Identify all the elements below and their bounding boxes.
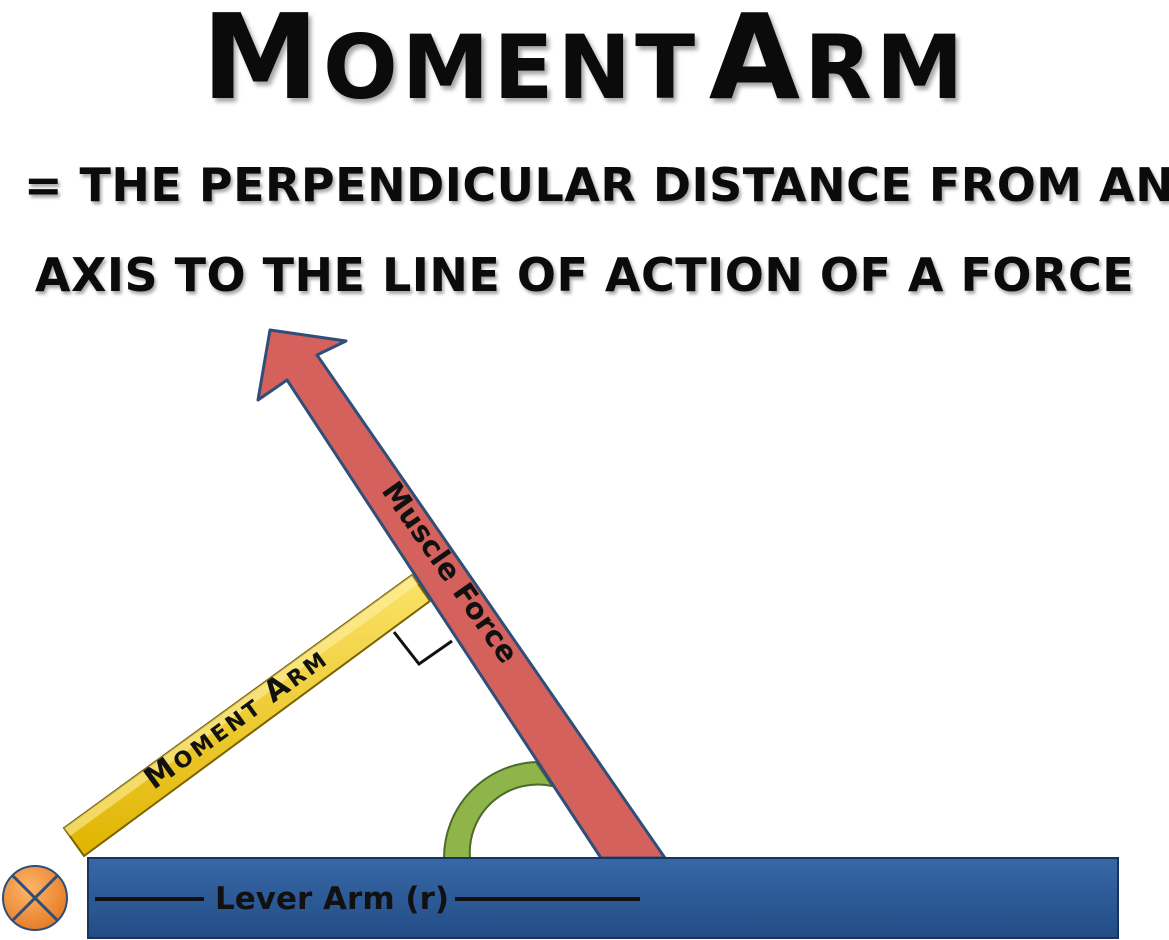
lever-arm-bar: Lever Arm (r) <box>87 857 1119 939</box>
definition-line-2: AXIS TO THE LINE OF ACTION OF A FORCE <box>34 248 1135 302</box>
definition-line-1: = THE PERPENDICULAR DISTANCE FROM AN <box>24 158 1169 212</box>
axis-of-rotation-icon <box>2 865 68 931</box>
muscle-force-arrow <box>256 328 667 860</box>
muscle-force-label: Muscle Force <box>375 475 525 669</box>
title-rest-oment: OMENT <box>323 16 700 119</box>
moment-arm-rest-oment: OMENT <box>169 688 276 776</box>
moment-arm-label: MOMENT ARM <box>138 640 335 797</box>
right-angle-marker <box>392 631 453 667</box>
angle-arc <box>442 760 555 859</box>
title-initial-m: M <box>201 0 323 126</box>
moment-arm-bar <box>62 573 432 858</box>
page-title: MOMENT ARM <box>0 0 1169 119</box>
lever-arm-label: Lever Arm (r) <box>215 881 449 917</box>
title-rest-rm: RM <box>804 16 968 119</box>
title-initial-a: A <box>708 0 805 126</box>
